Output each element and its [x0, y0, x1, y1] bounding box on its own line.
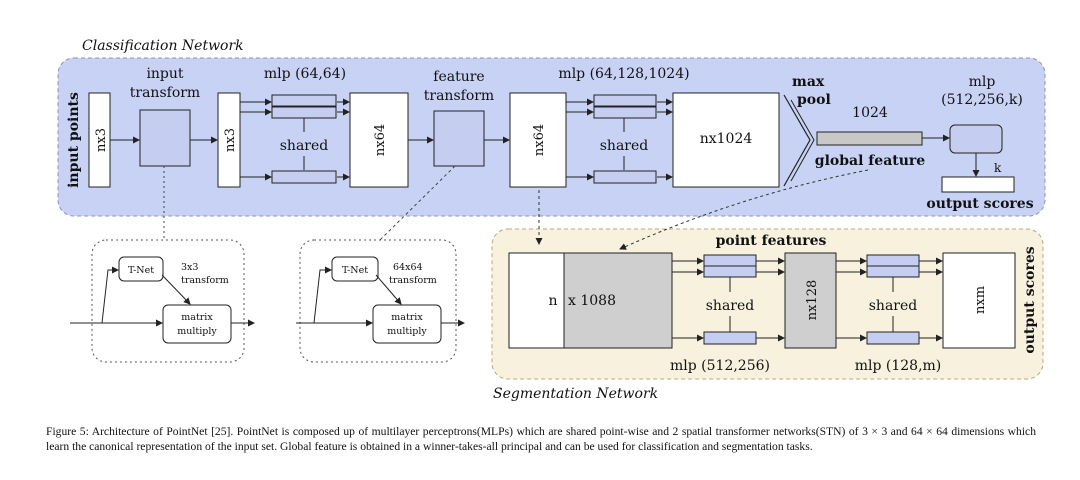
global-feature-vector [816, 131, 923, 146]
feature-transform-label-1: feature [433, 69, 484, 85]
nx64-transformed-label: nx64 [532, 124, 547, 156]
mlp-64-128-1024-label: mlp (64,128,1024) [558, 66, 689, 82]
pointnet-architecture-diagram: Classification Network input points nx3 … [57, 38, 1046, 402]
mlp2-unit-top-a [593, 94, 657, 107]
nx1024-label: nx1024 [700, 131, 753, 147]
feature-transform-box [433, 110, 485, 167]
seg-nx128-box [784, 252, 837, 349]
feature-transform-label-2: transform [424, 88, 494, 104]
tnet1-transform-label-2: transform [181, 275, 229, 286]
seg-nx128-label: nx128 [805, 280, 820, 321]
tnet2-connectors [296, 266, 465, 327]
mlp1-connector [240, 98, 350, 181]
input-points-label: input points [66, 92, 82, 188]
seg-mlp1-shared-label: shared [706, 298, 755, 314]
mlp1-unit-top-a [271, 94, 337, 107]
seg-mlp1-unit-bottom [703, 331, 757, 345]
input-transform-label-2: transform [130, 85, 200, 101]
mlp1-shared-label: shared [280, 138, 329, 154]
matrix-label-1b: multiply [177, 326, 217, 337]
seg-x1088-label: x 1088 [568, 293, 616, 309]
maxpool-chevron [783, 94, 811, 187]
output-scores-label: output scores [926, 196, 1033, 212]
mlp1-unit-top-b [271, 106, 337, 119]
input-transform-label-1: input [146, 66, 183, 82]
max-label: max [792, 74, 825, 90]
input-transform-box [139, 109, 191, 167]
matrix-label-2a: matrix [391, 312, 423, 323]
seg-mlp-128-m-label: mlp (128,m) [855, 358, 942, 374]
nx64-label: nx64 [373, 124, 388, 156]
seg-nxm-label: nxm [973, 286, 988, 314]
transformed-nx3-box [217, 92, 241, 188]
mlp2-unit-bottom [593, 170, 657, 184]
seg-mlp-512-256-label: mlp (512,256) [670, 358, 770, 374]
tnet2-transform-label-1: 64x64 [393, 262, 423, 273]
input-nx3-label: nx3 [94, 128, 109, 152]
seg-output-scores-label: output scores [1022, 246, 1038, 353]
classification-title: Classification Network [82, 38, 244, 54]
tnet-box-1 [118, 256, 164, 282]
k-label: k [994, 161, 1002, 175]
matrix-multiply-box-2 [372, 304, 442, 344]
seg-mlp2-connector [836, 257, 943, 342]
mlp1-unit-bottom [271, 170, 337, 184]
tnet-inset-3x3 [91, 239, 245, 363]
nx64-transformed-box [509, 92, 567, 188]
tnet-label-2: T-Net [342, 265, 368, 276]
seg-n-label: n [548, 293, 557, 309]
seg-mlp1-connector [672, 257, 785, 342]
class-output-vector [941, 176, 1015, 193]
dim-1024-label: 1024 [852, 105, 888, 121]
seg-mlp2-unit-top-a [866, 254, 920, 267]
seg-mlp2-unit-bottom [866, 331, 920, 345]
mlp3-label-1: mlp [969, 74, 996, 90]
tnet-inset-64x64 [299, 239, 457, 363]
seg-nxm-box [942, 252, 1016, 349]
seg-mlp2-shared-label: shared [869, 298, 918, 314]
mlp2-connector [566, 98, 673, 181]
mlp3-label-2: (512,256,k) [941, 92, 1023, 108]
tnet2-transform-label-2: transform [389, 275, 437, 286]
seg-mlp1-unit-top-b [703, 265, 757, 278]
mlp3-box [949, 124, 1003, 154]
pool-label: pool [797, 92, 831, 108]
seg-mlp1-unit-top-a [703, 254, 757, 267]
mlp-64-64-label: mlp (64,64) [264, 66, 346, 82]
point-features-label: point features [716, 233, 827, 249]
seg-1088-box [563, 252, 673, 349]
tnet-box-2 [331, 256, 379, 282]
global-feature-label: global feature [815, 153, 926, 169]
segmentation-title: Segmentation Network [493, 386, 658, 402]
transformed-nx3-label: nx3 [223, 128, 238, 152]
seg-n-box [508, 252, 565, 349]
mlp2-unit-top-b [593, 106, 657, 119]
tnet-label-1: T-Net [128, 265, 154, 276]
tnet1-transform-label-1: 3x3 [181, 262, 198, 273]
nx1024-box [672, 92, 780, 188]
tnet1-connectors [70, 266, 255, 327]
matrix-label-2b: multiply [387, 326, 427, 337]
matrix-label-1a: matrix [181, 312, 213, 323]
seg-mlp2-unit-top-b [866, 265, 920, 278]
matrix-multiply-box-1 [162, 304, 232, 344]
mlp2-shared-label: shared [600, 138, 649, 154]
maxpool-chevron-inner [790, 99, 815, 182]
figure-caption: Figure 5: Architecture of PointNet [25].… [46, 425, 1036, 453]
